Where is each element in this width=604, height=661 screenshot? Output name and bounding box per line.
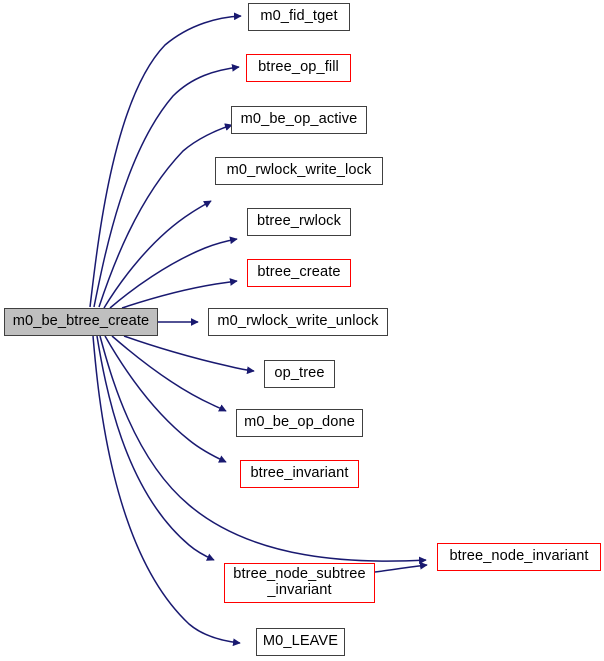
node-label-root: m0_be_btree_create (12, 313, 150, 330)
node-btree_node_invariant[interactable]: btree_node_invariant (437, 543, 601, 571)
edge-root-to-btree_node_subtree_invariant (96, 335, 215, 561)
edge-root-to-btree_node_invariant (99, 335, 427, 565)
edge-root-to-m0_be_op_done (111, 335, 227, 412)
node-m0_rwlock_write_lock[interactable]: m0_rwlock_write_lock (215, 157, 383, 185)
node-label-m0_rwlock_write_lock: m0_rwlock_write_lock (226, 162, 372, 179)
edge-root-to-m0_rwlock_write_lock (103, 200, 212, 309)
node-btree_create[interactable]: btree_create (247, 259, 351, 287)
node-M0_LEAVE[interactable]: M0_LEAVE (256, 628, 345, 656)
node-label-op_tree: op_tree (274, 365, 325, 382)
node-label-btree_create: btree_create (257, 264, 341, 281)
edge-root-to-m0_be_op_active (98, 123, 233, 308)
node-m0_rwlock_write_unlock[interactable]: m0_rwlock_write_unlock (208, 308, 388, 336)
node-label-btree_rwlock: btree_rwlock (257, 213, 341, 230)
node-label-m0_be_op_done: m0_be_op_done (244, 414, 355, 431)
node-label-btree_node_subtree_invariant: btree_node_subtree _invariant (233, 566, 366, 598)
edge-root-to-btree_op_fill (93, 64, 240, 308)
node-btree_op_fill[interactable]: btree_op_fill (246, 54, 351, 82)
node-btree_invariant[interactable]: btree_invariant (240, 460, 359, 488)
node-label-M0_LEAVE: M0_LEAVE (262, 633, 339, 650)
edge-root-to-M0_LEAVE (92, 335, 241, 647)
node-btree_node_subtree_invariant[interactable]: btree_node_subtree _invariant (224, 563, 375, 603)
node-m0_fid_tget[interactable]: m0_fid_tget (248, 3, 350, 31)
node-op_tree[interactable]: op_tree (264, 360, 335, 388)
node-label-btree_op_fill: btree_op_fill (258, 59, 339, 76)
node-label-m0_rwlock_write_unlock: m0_rwlock_write_unlock (217, 313, 379, 330)
node-m0_be_op_active[interactable]: m0_be_op_active (231, 106, 367, 134)
node-label-m0_be_op_active: m0_be_op_active (240, 111, 358, 128)
node-m0_be_op_done[interactable]: m0_be_op_done (236, 409, 363, 437)
edge-root-to-btree_invariant (104, 335, 227, 463)
node-label-btree_node_invariant: btree_node_invariant (449, 548, 589, 565)
edge-root-to-btree_create (121, 278, 238, 309)
edge-root-to-op_tree (123, 335, 255, 375)
node-btree_rwlock[interactable]: btree_rwlock (247, 208, 351, 236)
node-label-btree_invariant: btree_invariant (250, 465, 349, 482)
edge-btree_node_subtree_invariant-to-btree_node_invariant (374, 561, 428, 573)
node-label-m0_fid_tget: m0_fid_tget (260, 8, 338, 25)
node-root[interactable]: m0_be_btree_create (4, 308, 158, 336)
edge-root-to-btree_rwlock (109, 236, 238, 309)
